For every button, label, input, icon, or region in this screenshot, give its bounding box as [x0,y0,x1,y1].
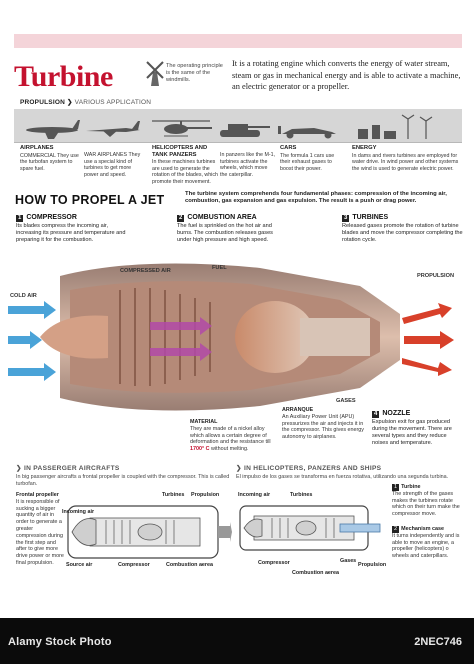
label-propulsion: PROPULSION [417,273,454,279]
jet-description: The turbine system comprehends four fund… [185,191,447,205]
airliner-icon [26,120,80,139]
turboshaft-diagram [239,505,381,551]
passenger-label-turbines: Turbines [162,492,185,498]
passenger-label-source: Source air [66,562,93,568]
passenger-label-propulsion: Propulsion [191,492,220,498]
label-cold-air: COLD AIR [10,293,37,299]
heli-label-gases: Gases [340,558,357,564]
label-gases: GASES [336,398,356,404]
combustion-chamber [235,301,370,373]
vehicle-caption-energy: ENERGY In dams and rivers turbines are e… [352,145,459,172]
jet-section-heading: HOW TO PROPEL A JET [15,193,165,207]
propulsion-subtitle: VARIOUS APPLICATION [74,99,152,106]
engine-casing [60,263,400,411]
power-plant-icon [358,114,433,139]
propulsion-heading: PROPULSION ❯ VARIOUS APPLICATION [20,98,151,106]
heli-label-compressor: Compressor [258,560,290,566]
vehicle-silhouettes [26,114,433,139]
passenger-subtitle: In big passenger aircrafts a frontal pro… [16,474,230,487]
compressor-blades [119,288,211,386]
vehicle-caption-helicopter: HELICOPTERS AND TANK PANZERS In these ma… [152,145,218,185]
vehicle-caption-tank: In panzers like the M-1, turbines activa… [220,152,276,178]
arranque-note: ARRANQUE An Auxiliary Power Unit (APU) p… [282,407,364,441]
heli-label-incoming: Incoming air [238,492,271,498]
vehicle-caption-airliner: AIRPLANES COMMERCIAL They use the turbof… [20,145,79,172]
label-compressed-air: COMPRESSED AIR [120,268,171,274]
tank-icon [220,124,270,137]
propulsion-title: PROPULSION [20,99,65,106]
nose-cone [40,315,108,359]
passenger-label-incoming: Incoming air [62,509,95,515]
intro-text: It is a rotating engine which converts t… [232,59,461,91]
operating-note: The operating principle is the same of t… [166,63,223,83]
propulsion-arrows [402,303,454,376]
watermark-bar [0,618,474,664]
chevron-right-icon: ❯ [67,99,73,106]
turbofan-diagram [67,505,232,559]
heli-subtitle: El impulso de los gases se transforma en… [236,474,449,480]
windmill-icon [146,61,164,86]
heli-label-turbines: Turbines [290,492,313,498]
header-strip [14,34,462,48]
stock-image-id: 2NEC746 [414,636,462,648]
passenger-label-compressor: Compressor [118,562,150,568]
material-note: MATERIAL They are made of a nickel alloy… [190,419,271,453]
vehicle-caption-fighter: WAR AIRPLANES They use a special kind of… [84,152,141,178]
heli-label-combustion: Combustion aerea [292,570,340,576]
vehicle-caption-car: CARS The formula 1 cars use their exhaus… [280,145,335,172]
heli-heading: ❯ IN HELICOPTERS, PANZERS AND SHIPS [236,465,382,472]
compressed-air-arrows [150,317,212,361]
stock-brand: Alamy Stock Photo [8,636,112,648]
passenger-heading: ❯ IN PASSERGER AIRCRAFTS [16,465,120,472]
vehicle-band [14,109,462,143]
race-car-icon [278,126,336,139]
jet-engine-illustration [8,263,454,411]
fighter-jet-icon [86,121,140,137]
helicopter-icon [152,120,212,137]
passenger-label-combustion: Combustion aerea [166,562,214,568]
chevron-right-icon: ❯ [16,465,22,472]
chevron-right-icon: ❯ [236,465,242,472]
page-title: Turbine [14,60,113,93]
heli-label-propulsion: Propulsion [358,562,387,568]
frontal-propeller-note: Frontal propeller It is responsible of s… [16,492,64,566]
label-fuel: FUEL [212,265,227,271]
cold-air-arrows [8,301,56,381]
